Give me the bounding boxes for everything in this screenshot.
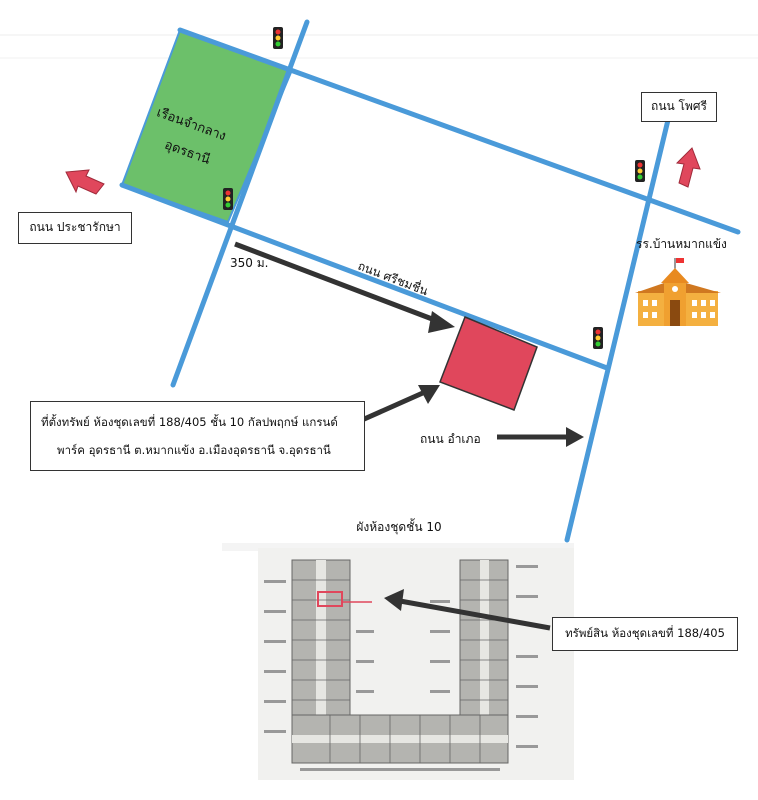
arrow-up-right-icon [675, 147, 701, 188]
property-pointer-arrow [360, 389, 427, 423]
distance-label: 350 ม. [230, 256, 268, 270]
unit-pointer-arrow [399, 598, 551, 631]
unit-label-box: ทรัพย์สิน ห้องชุดเลขที่ 188/405 [552, 617, 738, 651]
arrow-up-left-icon [65, 169, 105, 195]
floorplan-panel [222, 543, 574, 551]
road-srichomchuen [119, 182, 610, 371]
route-arrow [234, 241, 441, 325]
floorplan-title: ผังห้องชุดชั้น 10 [356, 518, 441, 535]
school-label: รร.บ้านหมากแข้ง [636, 237, 727, 251]
roads [119, 19, 741, 543]
property-address-line1: ที่ตั้งทรัพย์ ห้องชุดเลขที่ 188/405 ชั้น… [41, 415, 338, 429]
highlighted-unit [317, 591, 343, 607]
road-phosri-label: ถนน โพศรี [641, 92, 717, 122]
school-icon [635, 258, 721, 326]
road-top [177, 27, 741, 235]
traffic-light-icon [593, 327, 603, 349]
traffic-light-icon [273, 27, 283, 49]
road-right-vertical [564, 117, 671, 543]
road-left-vertical [170, 19, 310, 388]
property-address-box: ที่ตั้งทรัพย์ ห้องชุดเลขที่ 188/405 ชั้น… [30, 401, 365, 471]
property-block [439, 316, 538, 411]
traffic-light-icon [223, 188, 233, 210]
road-prachaboon-label: ถนน ประชารักษา [18, 212, 132, 244]
traffic-light-icon [635, 160, 645, 182]
road-amphoe-label: ถนน อำเภอ [420, 432, 481, 446]
property-address-line2: พาร์ค อุดรธานี ต.หมากแข้ง อ.เมืองอุดรธาน… [57, 443, 331, 457]
floorplan-image [258, 548, 574, 780]
